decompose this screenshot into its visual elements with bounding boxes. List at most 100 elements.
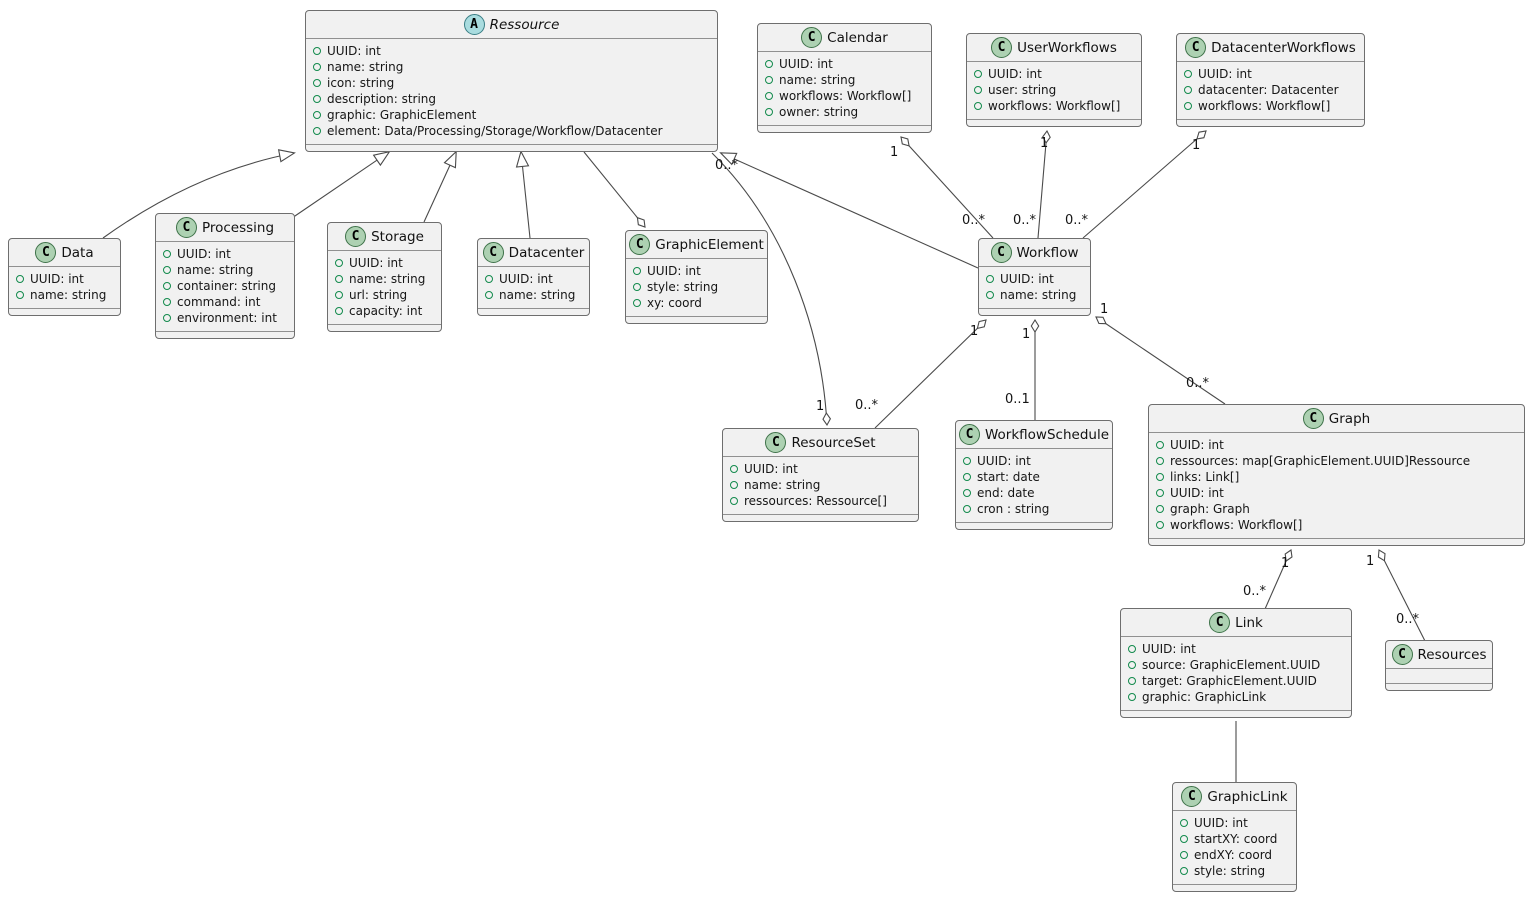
class-attribute: UUID: int: [1184, 66, 1357, 82]
attribute-text: UUID: int: [977, 454, 1031, 468]
attribute-text: graph: Graph: [1170, 502, 1250, 516]
mult-workflow-graph-many: 0..*: [1186, 376, 1210, 391]
class-methods-empty: [758, 126, 931, 132]
class-header: C GraphicElement: [626, 231, 767, 259]
attribute-text: ressources: Ressource[]: [744, 494, 887, 508]
class-attribute: target: GraphicElement.UUID: [1128, 673, 1344, 689]
class-graphicelement: C GraphicElement UUID: int style: string x…: [625, 230, 768, 324]
field-visibility-icon: [765, 108, 773, 116]
attribute-text: style: string: [647, 280, 719, 294]
field-visibility-icon: [730, 465, 738, 473]
class-attribute: icon: string: [313, 75, 710, 91]
attribute-text: element: Data/Processing/Storage/Workflo…: [327, 124, 663, 138]
attribute-text: name: string: [349, 272, 426, 286]
class-header: C Data: [9, 239, 120, 267]
class-header: C Calendar: [758, 24, 931, 52]
mult-graph-resources-many: 0..*: [1396, 612, 1420, 627]
attribute-text: UUID: int: [647, 264, 701, 278]
attribute-text: name: string: [1000, 288, 1077, 302]
class-name: Resources: [1417, 646, 1487, 663]
attribute-text: datacenter: Datacenter: [1198, 83, 1339, 97]
class-icon: C: [482, 242, 504, 263]
class-attribute: name: string: [335, 271, 434, 287]
field-visibility-icon: [163, 266, 171, 274]
attribute-text: startXY: coord: [1194, 832, 1278, 846]
attribute-text: capacity: int: [349, 304, 423, 318]
class-attribute: name: string: [765, 72, 924, 88]
mult-workflow-schedule-01: 0..1: [1005, 392, 1030, 407]
class-name: Graph: [1328, 410, 1371, 427]
field-visibility-icon: [633, 267, 641, 275]
field-visibility-icon: [485, 291, 493, 299]
field-visibility-icon: [16, 291, 24, 299]
class-attribute: environment: int: [163, 310, 287, 326]
attribute-text: UUID: int: [1170, 486, 1224, 500]
class-methods-empty: [1386, 684, 1492, 690]
field-visibility-icon: [1156, 505, 1164, 513]
field-visibility-icon: [765, 92, 773, 100]
attribute-text: description: string: [327, 92, 437, 106]
attribute-text: workflows: Workflow[]: [988, 99, 1121, 113]
class-name: GraphicLink: [1207, 788, 1288, 805]
field-visibility-icon: [1180, 835, 1188, 843]
field-visibility-icon: [313, 95, 321, 103]
field-visibility-icon: [163, 282, 171, 290]
class-attribute: workflows: Workflow[]: [974, 98, 1134, 114]
class-methods-empty: [1173, 885, 1296, 891]
field-visibility-icon: [1184, 70, 1192, 78]
field-visibility-icon: [974, 70, 982, 78]
class-icon: C: [801, 27, 823, 48]
attribute-text: name: string: [30, 288, 107, 302]
field-visibility-icon: [963, 457, 971, 465]
class-methods-empty: [626, 317, 767, 323]
attribute-text: style: string: [1194, 864, 1266, 878]
class-name: Data: [61, 244, 94, 261]
class-attribute: ressources: Ressource[]: [730, 493, 911, 509]
class-attribute: name: string: [730, 477, 911, 493]
attribute-text: url: string: [349, 288, 408, 302]
field-visibility-icon: [313, 127, 321, 135]
mult-resourceset-1: 1: [816, 399, 825, 414]
class-attribute: graphic: GraphicElement: [313, 107, 710, 123]
class-attributes: UUID: int name: string ressources: Ressour…: [723, 457, 918, 515]
class-name: Processing: [201, 219, 275, 236]
class-attribute: endXY: coord: [1180, 847, 1289, 863]
class-methods-empty: [967, 120, 1141, 126]
field-visibility-icon: [1128, 661, 1136, 669]
attribute-text: UUID: int: [1170, 438, 1224, 452]
attribute-text: workflows: Workflow[]: [1170, 518, 1303, 532]
class-icon: C: [629, 234, 651, 255]
field-visibility-icon: [1184, 86, 1192, 94]
attribute-text: UUID: int: [744, 462, 798, 476]
class-attribute: style: string: [1180, 863, 1289, 879]
class-name: WorkflowSchedule: [984, 426, 1110, 443]
attribute-text: UUID: int: [177, 247, 231, 261]
attribute-text: xy: coord: [647, 296, 702, 310]
class-header: A Ressource: [306, 11, 717, 39]
class-header: C Workflow: [979, 239, 1090, 267]
class-attribute: command: int: [163, 294, 287, 310]
mult-workflow-resourceset-1: 1: [970, 324, 979, 339]
field-visibility-icon: [335, 259, 343, 267]
field-visibility-icon: [963, 505, 971, 513]
field-visibility-icon: [963, 473, 971, 481]
class-attribute: workflows: Workflow[]: [1156, 517, 1517, 533]
class-attribute: start: date: [963, 469, 1105, 485]
edge-datacenterworkflows-workflow: [1082, 130, 1207, 239]
class-attribute: graphic: GraphicLink: [1128, 689, 1344, 705]
attribute-text: name: string: [744, 478, 821, 492]
class-header: C WorkflowSchedule: [956, 421, 1112, 449]
class-attribute: UUID: int: [633, 263, 760, 279]
class-methods-empty: [156, 332, 294, 338]
attribute-text: owner: string: [779, 105, 859, 119]
class-attribute: user: string: [974, 82, 1134, 98]
class-attribute: source: GraphicElement.UUID: [1128, 657, 1344, 673]
field-visibility-icon: [1184, 102, 1192, 110]
